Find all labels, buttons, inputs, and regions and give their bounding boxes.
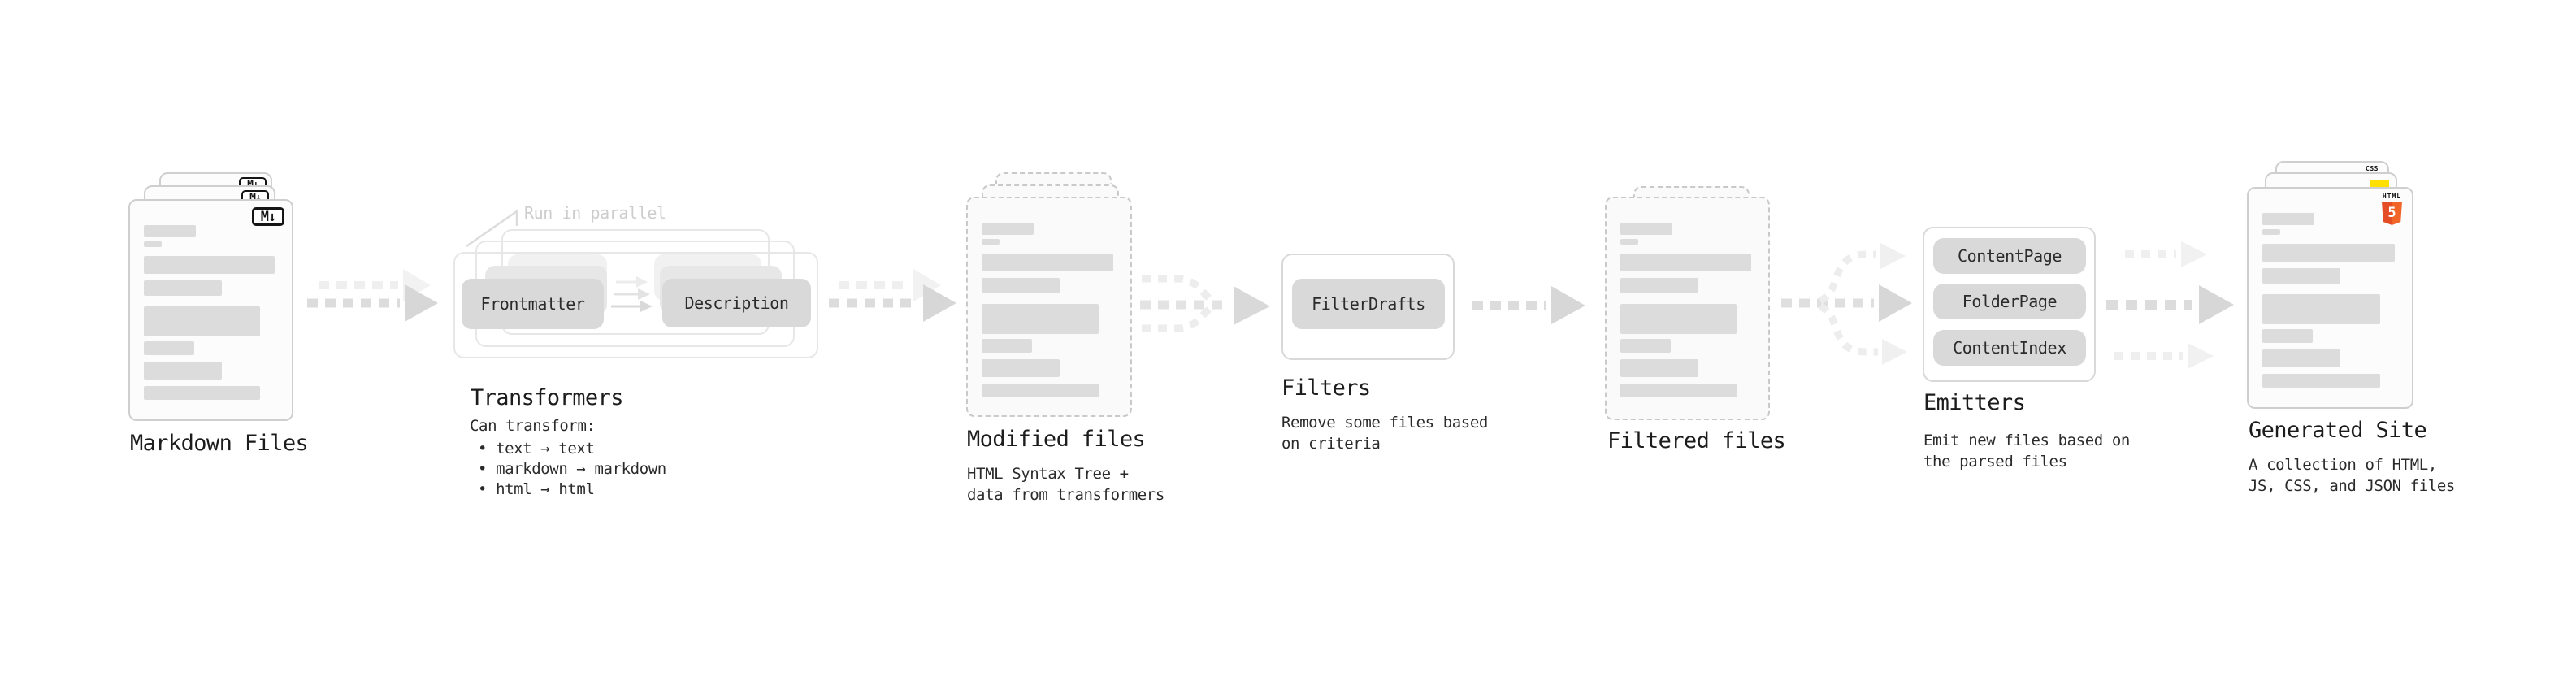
html5-logo-shield: 5 <box>2382 202 2402 225</box>
content-bar <box>144 280 222 296</box>
filter-node-filterdrafts: FilterDrafts <box>1292 279 1445 329</box>
html5-logo-number: 5 <box>2387 205 2396 221</box>
content-bar <box>982 304 1099 334</box>
parallel-lane-front <box>453 252 818 358</box>
list-item: • html → html <box>478 480 595 498</box>
content-bar <box>144 341 194 355</box>
stage-label-transformers: Transformers <box>471 385 623 410</box>
content-bar <box>1620 278 1698 293</box>
file-card-front: M↓ <box>128 199 293 421</box>
content-bar <box>2262 374 2380 388</box>
content-bar <box>982 278 1060 293</box>
emitter-node-contentindex: ContentIndex <box>1933 330 2086 366</box>
css-badge-label: CSS <box>2366 165 2379 172</box>
file-card-front <box>966 197 1132 417</box>
content-bar <box>144 306 260 336</box>
content-bar <box>1620 359 1698 377</box>
arrow-filters-to-filtered <box>1472 286 1585 324</box>
content-bar <box>2262 268 2340 284</box>
markdown-badge: M↓ <box>252 207 284 226</box>
stage-label-markdown-files: Markdown Files <box>130 431 309 456</box>
content-bar <box>1620 384 1737 397</box>
content-bar <box>982 239 1000 245</box>
arrow-modified-to-filters <box>1140 275 1270 332</box>
content-bar <box>982 384 1099 397</box>
content-bar <box>2262 229 2280 235</box>
content-bar <box>982 359 1060 377</box>
content-bar <box>144 256 275 274</box>
list-item: • markdown → markdown <box>478 460 666 478</box>
stage-label-modified-files: Modified files <box>967 427 1146 452</box>
arrow-files-to-transformers <box>307 269 438 322</box>
emitter-node-contentpage: ContentPage <box>1933 238 2086 274</box>
transformer-node-description: Description <box>662 279 811 327</box>
stage-label-filters: Filters <box>1281 375 1371 401</box>
content-bar <box>1620 339 1671 353</box>
modified-files-description: HTML Syntax Tree + data from transformer… <box>967 465 1164 504</box>
html5-logo: HTML 5 <box>2381 193 2403 225</box>
filters-description: Remove some files based on criteria <box>1281 414 1488 453</box>
emitter-node-folderpage: FolderPage <box>1933 284 2086 319</box>
stage-label-filtered-files: Filtered files <box>1607 428 1786 453</box>
emitters-description: Emit new files based on the parsed files <box>1923 432 2130 471</box>
content-bar <box>1620 304 1737 334</box>
content-bar <box>2262 244 2395 262</box>
transformer-node-frontmatter: Frontmatter <box>462 279 604 329</box>
content-bar <box>144 362 222 380</box>
list-item: • text → text <box>478 440 595 458</box>
content-bar <box>2262 294 2380 324</box>
generated-site-description: A collection of HTML, JS, CSS, and JSON … <box>2249 456 2455 495</box>
arrow-emitters-to-site <box>2106 241 2234 369</box>
arrow-filtered-to-emitters <box>1781 243 1912 365</box>
content-bar <box>982 223 1034 235</box>
html5-logo-word: HTML <box>2382 193 2402 200</box>
content-bar <box>144 386 260 400</box>
content-bar <box>1620 223 1672 235</box>
content-bar <box>982 254 1113 271</box>
stage-label-emitters: Emitters <box>1923 390 2026 415</box>
file-card-front: HTML 5 <box>2247 187 2413 409</box>
transformers-capabilities-list: • text → text • markdown → markdown • ht… <box>478 439 666 500</box>
content-bar <box>982 339 1032 353</box>
content-bar <box>2262 349 2340 367</box>
arrow-transformers-to-modified <box>829 269 956 322</box>
content-bar <box>1620 254 1751 271</box>
stage-label-generated-site: Generated Site <box>2249 418 2427 443</box>
content-bar <box>2262 329 2313 343</box>
content-bar <box>1620 239 1638 245</box>
run-in-parallel-note: Run in parallel <box>524 203 666 223</box>
content-bar <box>144 225 196 237</box>
transformers-description-title: Can transform: <box>470 417 596 435</box>
file-card-front <box>1605 197 1770 420</box>
content-bar <box>2262 213 2314 225</box>
content-bar <box>144 241 162 247</box>
